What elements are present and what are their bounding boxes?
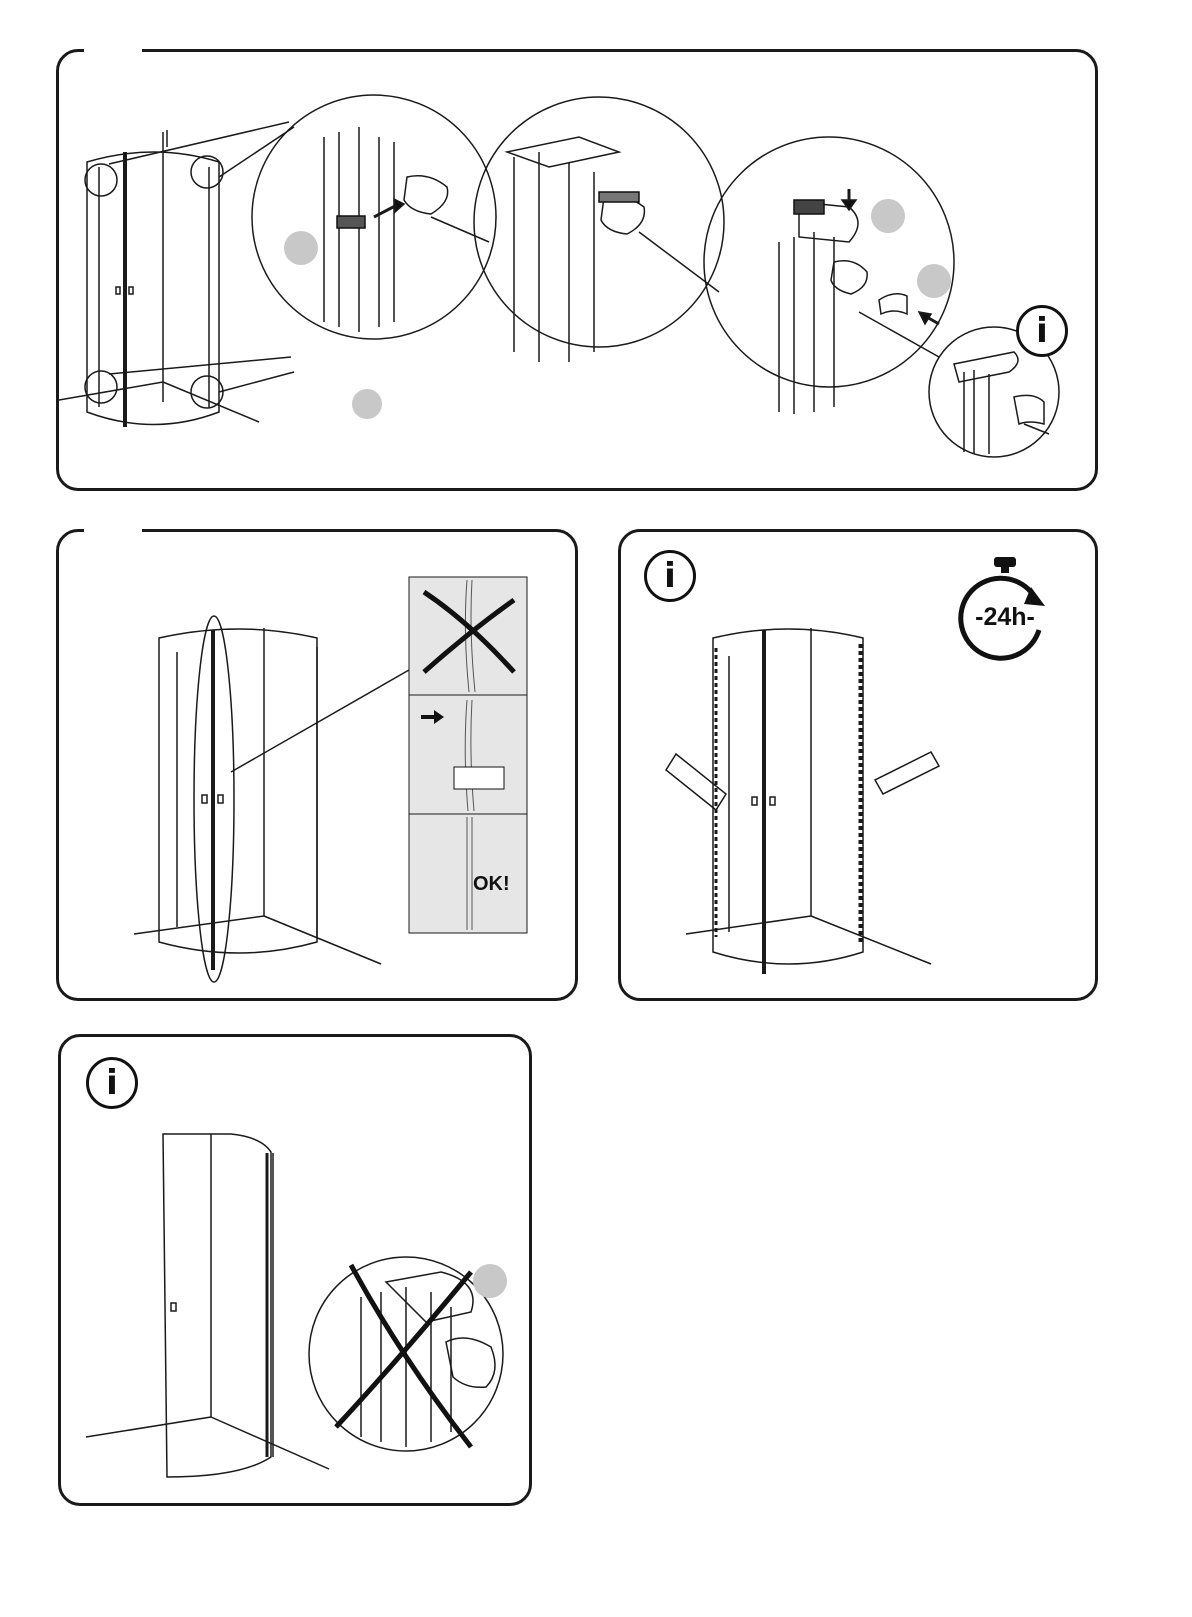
panel-improper-seal-drawing xyxy=(61,1037,535,1509)
panel-seal-alignment: OK! xyxy=(56,529,578,1001)
step-marker-4 xyxy=(917,264,951,298)
stopwatch-icon: -24h- xyxy=(961,557,1045,658)
info-icon: i xyxy=(86,1057,138,1109)
panel-silicone-curing: -24h- i xyxy=(618,529,1098,1001)
info-symbol: i xyxy=(1036,311,1048,351)
step-marker xyxy=(473,1264,507,1298)
timer-label: -24h- xyxy=(975,603,1035,631)
step-marker-1 xyxy=(284,231,318,265)
info-icon: i xyxy=(1016,305,1068,357)
panel-tab-gap xyxy=(84,46,142,54)
step-marker-2 xyxy=(352,389,382,419)
info-icon: i xyxy=(644,550,696,602)
shower-enclosure xyxy=(713,629,863,964)
detail-circle-3 xyxy=(704,137,954,387)
shower-enclosure xyxy=(163,1134,271,1477)
panel-seal-alignment-drawing xyxy=(59,532,581,1004)
info-symbol: i xyxy=(664,556,676,596)
step-marker-3 xyxy=(871,199,905,233)
panel-seal-installation-drawing xyxy=(59,52,1101,494)
panel-tab-gap xyxy=(84,526,142,534)
panel-seal-installation: i xyxy=(56,49,1098,491)
ok-label: OK! xyxy=(473,873,510,896)
panel-silicone-curing-drawing: -24h- xyxy=(621,532,1101,1004)
detail-circle-2 xyxy=(474,97,724,347)
panel-improper-seal: i xyxy=(58,1034,532,1506)
silicone-tube-right xyxy=(875,752,939,794)
shower-enclosure xyxy=(159,629,317,953)
info-symbol: i xyxy=(106,1063,118,1103)
